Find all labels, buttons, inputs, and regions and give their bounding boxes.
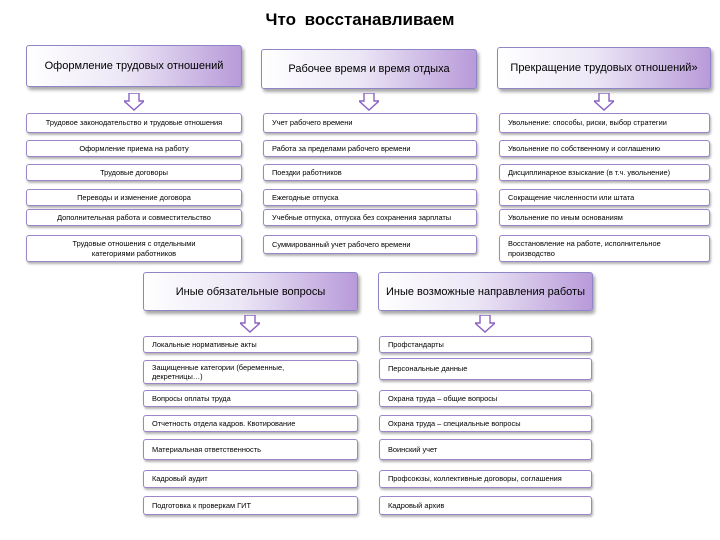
down-arrow-icon bbox=[359, 93, 379, 111]
list-item: Локальные нормативные акты bbox=[143, 336, 358, 353]
list-item: Воинский учет bbox=[379, 439, 592, 460]
list-item: Подготовка к проверкам ГИТ bbox=[143, 496, 358, 515]
list-item: Охрана труда – общие вопросы bbox=[379, 390, 592, 407]
list-item: Дополнительная работа и совместительство bbox=[26, 209, 242, 226]
page-title: Что восстанавливаем bbox=[265, 10, 455, 29]
down-arrow-icon bbox=[240, 315, 260, 333]
list-item: Учебные отпуска, отпуска без сохранения … bbox=[263, 209, 477, 226]
list-item: Трудовые отношения с отдельными категори… bbox=[26, 235, 242, 262]
list-item: Дисциплинарное взыскание (в т.ч. увольне… bbox=[499, 164, 710, 181]
list-item: Увольнение по иным основаниям bbox=[499, 209, 710, 226]
header-other-mandatory: Иные обязательные вопросы bbox=[143, 272, 358, 311]
header-termination: Прекращение трудовых отношений» bbox=[497, 47, 711, 89]
list-item: Восстановление на работе, исполнительное… bbox=[499, 235, 710, 262]
list-item: Увольнение по собственному и соглашению bbox=[499, 140, 710, 157]
header-other-directions: Иные возможные направления работы bbox=[378, 272, 593, 311]
list-item: Сокращение численности или штата bbox=[499, 189, 710, 206]
list-item: Отчетность отдела кадров. Квотирование bbox=[143, 415, 358, 432]
list-item: Переводы и изменение договора bbox=[26, 189, 242, 206]
list-item: Профсоюзы, коллективные договоры, соглаш… bbox=[379, 470, 592, 488]
list-item: Трудовое законодательство и трудовые отн… bbox=[26, 113, 242, 133]
list-item: Профстандарты bbox=[379, 336, 592, 353]
down-arrow-icon bbox=[124, 93, 144, 111]
list-item: Кадровый архив bbox=[379, 496, 592, 515]
list-item: Вопросы оплаты труда bbox=[143, 390, 358, 407]
list-item: Суммированный учет рабочего времени bbox=[263, 235, 477, 254]
down-arrow-icon bbox=[594, 93, 614, 111]
list-item: Работа за пределами рабочего времени bbox=[263, 140, 477, 157]
down-arrow-icon bbox=[475, 315, 495, 333]
list-item: Трудовые договоры bbox=[26, 164, 242, 181]
list-item: Персональные данные bbox=[379, 358, 592, 380]
list-item: Учет рабочего времени bbox=[263, 113, 477, 133]
list-item: Оформление приема на работу bbox=[26, 140, 242, 157]
list-item: Материальная ответственность bbox=[143, 439, 358, 460]
list-item: Защищенные категории (беременные, декрет… bbox=[143, 360, 358, 384]
header-working-time: Рабочее время и время отдыха bbox=[261, 49, 477, 89]
list-item: Ежегодные отпуска bbox=[263, 189, 477, 206]
list-item: Кадровый аудит bbox=[143, 470, 358, 488]
header-labor-relations: Оформление трудовых отношений bbox=[26, 45, 242, 87]
list-item: Поездки работников bbox=[263, 164, 477, 181]
list-item: Охрана труда – специальные вопросы bbox=[379, 415, 592, 432]
list-item: Увольнение: способы, риски, выбор страте… bbox=[499, 113, 710, 133]
